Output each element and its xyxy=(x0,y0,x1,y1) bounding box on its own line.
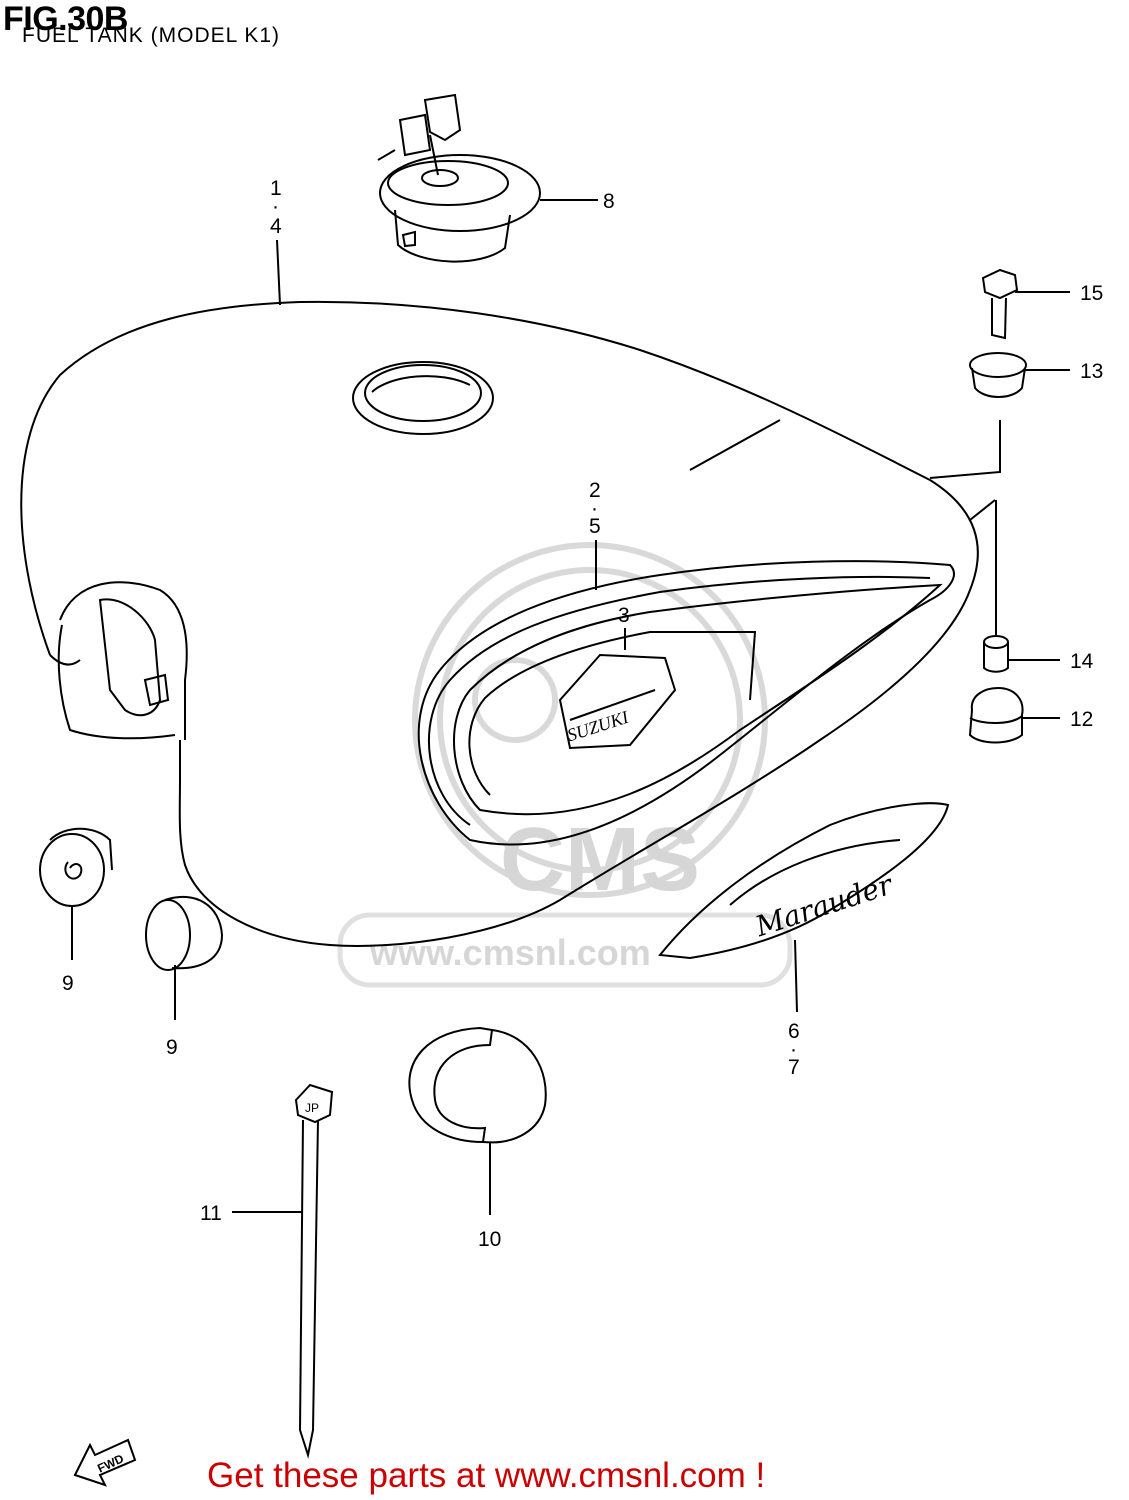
callout-2-5-dot: · xyxy=(591,497,598,520)
fwd-label: FWD xyxy=(95,1451,126,1475)
collar-14 xyxy=(983,635,1009,673)
watermark-url: www.cmsnl.com xyxy=(369,932,651,973)
callout-3: 3 xyxy=(618,604,630,627)
marauder-emblem: Marauder xyxy=(658,802,950,960)
fwd-arrow-icon: FWD xyxy=(73,1438,137,1487)
footer-link-text[interactable]: Get these parts at www.cmsnl.com ! xyxy=(207,1456,766,1495)
cushion-12 xyxy=(968,686,1024,744)
cushion-9a xyxy=(39,827,113,907)
callout-2: 2 xyxy=(589,479,601,502)
bolt xyxy=(981,268,1019,340)
suzuki-emblem-text: SUZUKI xyxy=(565,707,632,746)
callout-11: 11 xyxy=(200,1202,222,1225)
callouts: 1 · 4 8 15 13 2 · 5 3 14 12 9 9 6 · 7 11… xyxy=(62,177,1103,1251)
callout-4: 4 xyxy=(270,215,282,238)
callout-6: 6 xyxy=(788,1020,800,1043)
fuel-tank xyxy=(20,300,1001,947)
callout-5: 5 xyxy=(589,515,601,538)
watermark: CMS www.cmsnl.com xyxy=(337,542,793,988)
callout-7: 7 xyxy=(788,1056,800,1079)
watermark-logo: CMS xyxy=(500,810,700,910)
callout-9a: 9 xyxy=(62,972,74,995)
cushion-10 xyxy=(408,1026,547,1144)
cushion-9b xyxy=(145,895,224,971)
callout-1: 1 xyxy=(270,177,282,200)
callout-15: 15 xyxy=(1080,282,1103,305)
figure-title: FIG.30B xyxy=(3,0,128,38)
diagram-subtitle: FUEL TANK (MODEL K1) xyxy=(22,24,281,47)
callout-14: 14 xyxy=(1070,650,1094,673)
cable-tie: JP xyxy=(294,1083,334,1459)
callout-12: 12 xyxy=(1070,708,1093,731)
cable-tie-tag: JP xyxy=(305,1101,319,1115)
callout-6-7-dot: · xyxy=(790,1038,797,1061)
callout-1-4-dot: · xyxy=(272,195,279,218)
fuel-cap xyxy=(377,93,541,263)
suzuki-emblem: SUZUKI xyxy=(558,653,677,750)
callout-13: 13 xyxy=(1080,360,1103,383)
leader-lines xyxy=(71,199,1070,1215)
marauder-emblem-text: Marauder xyxy=(751,868,898,944)
grommet-13 xyxy=(969,352,1027,398)
callout-8: 8 xyxy=(603,190,615,213)
callout-9b: 9 xyxy=(166,1036,178,1059)
callout-10: 10 xyxy=(478,1228,501,1251)
